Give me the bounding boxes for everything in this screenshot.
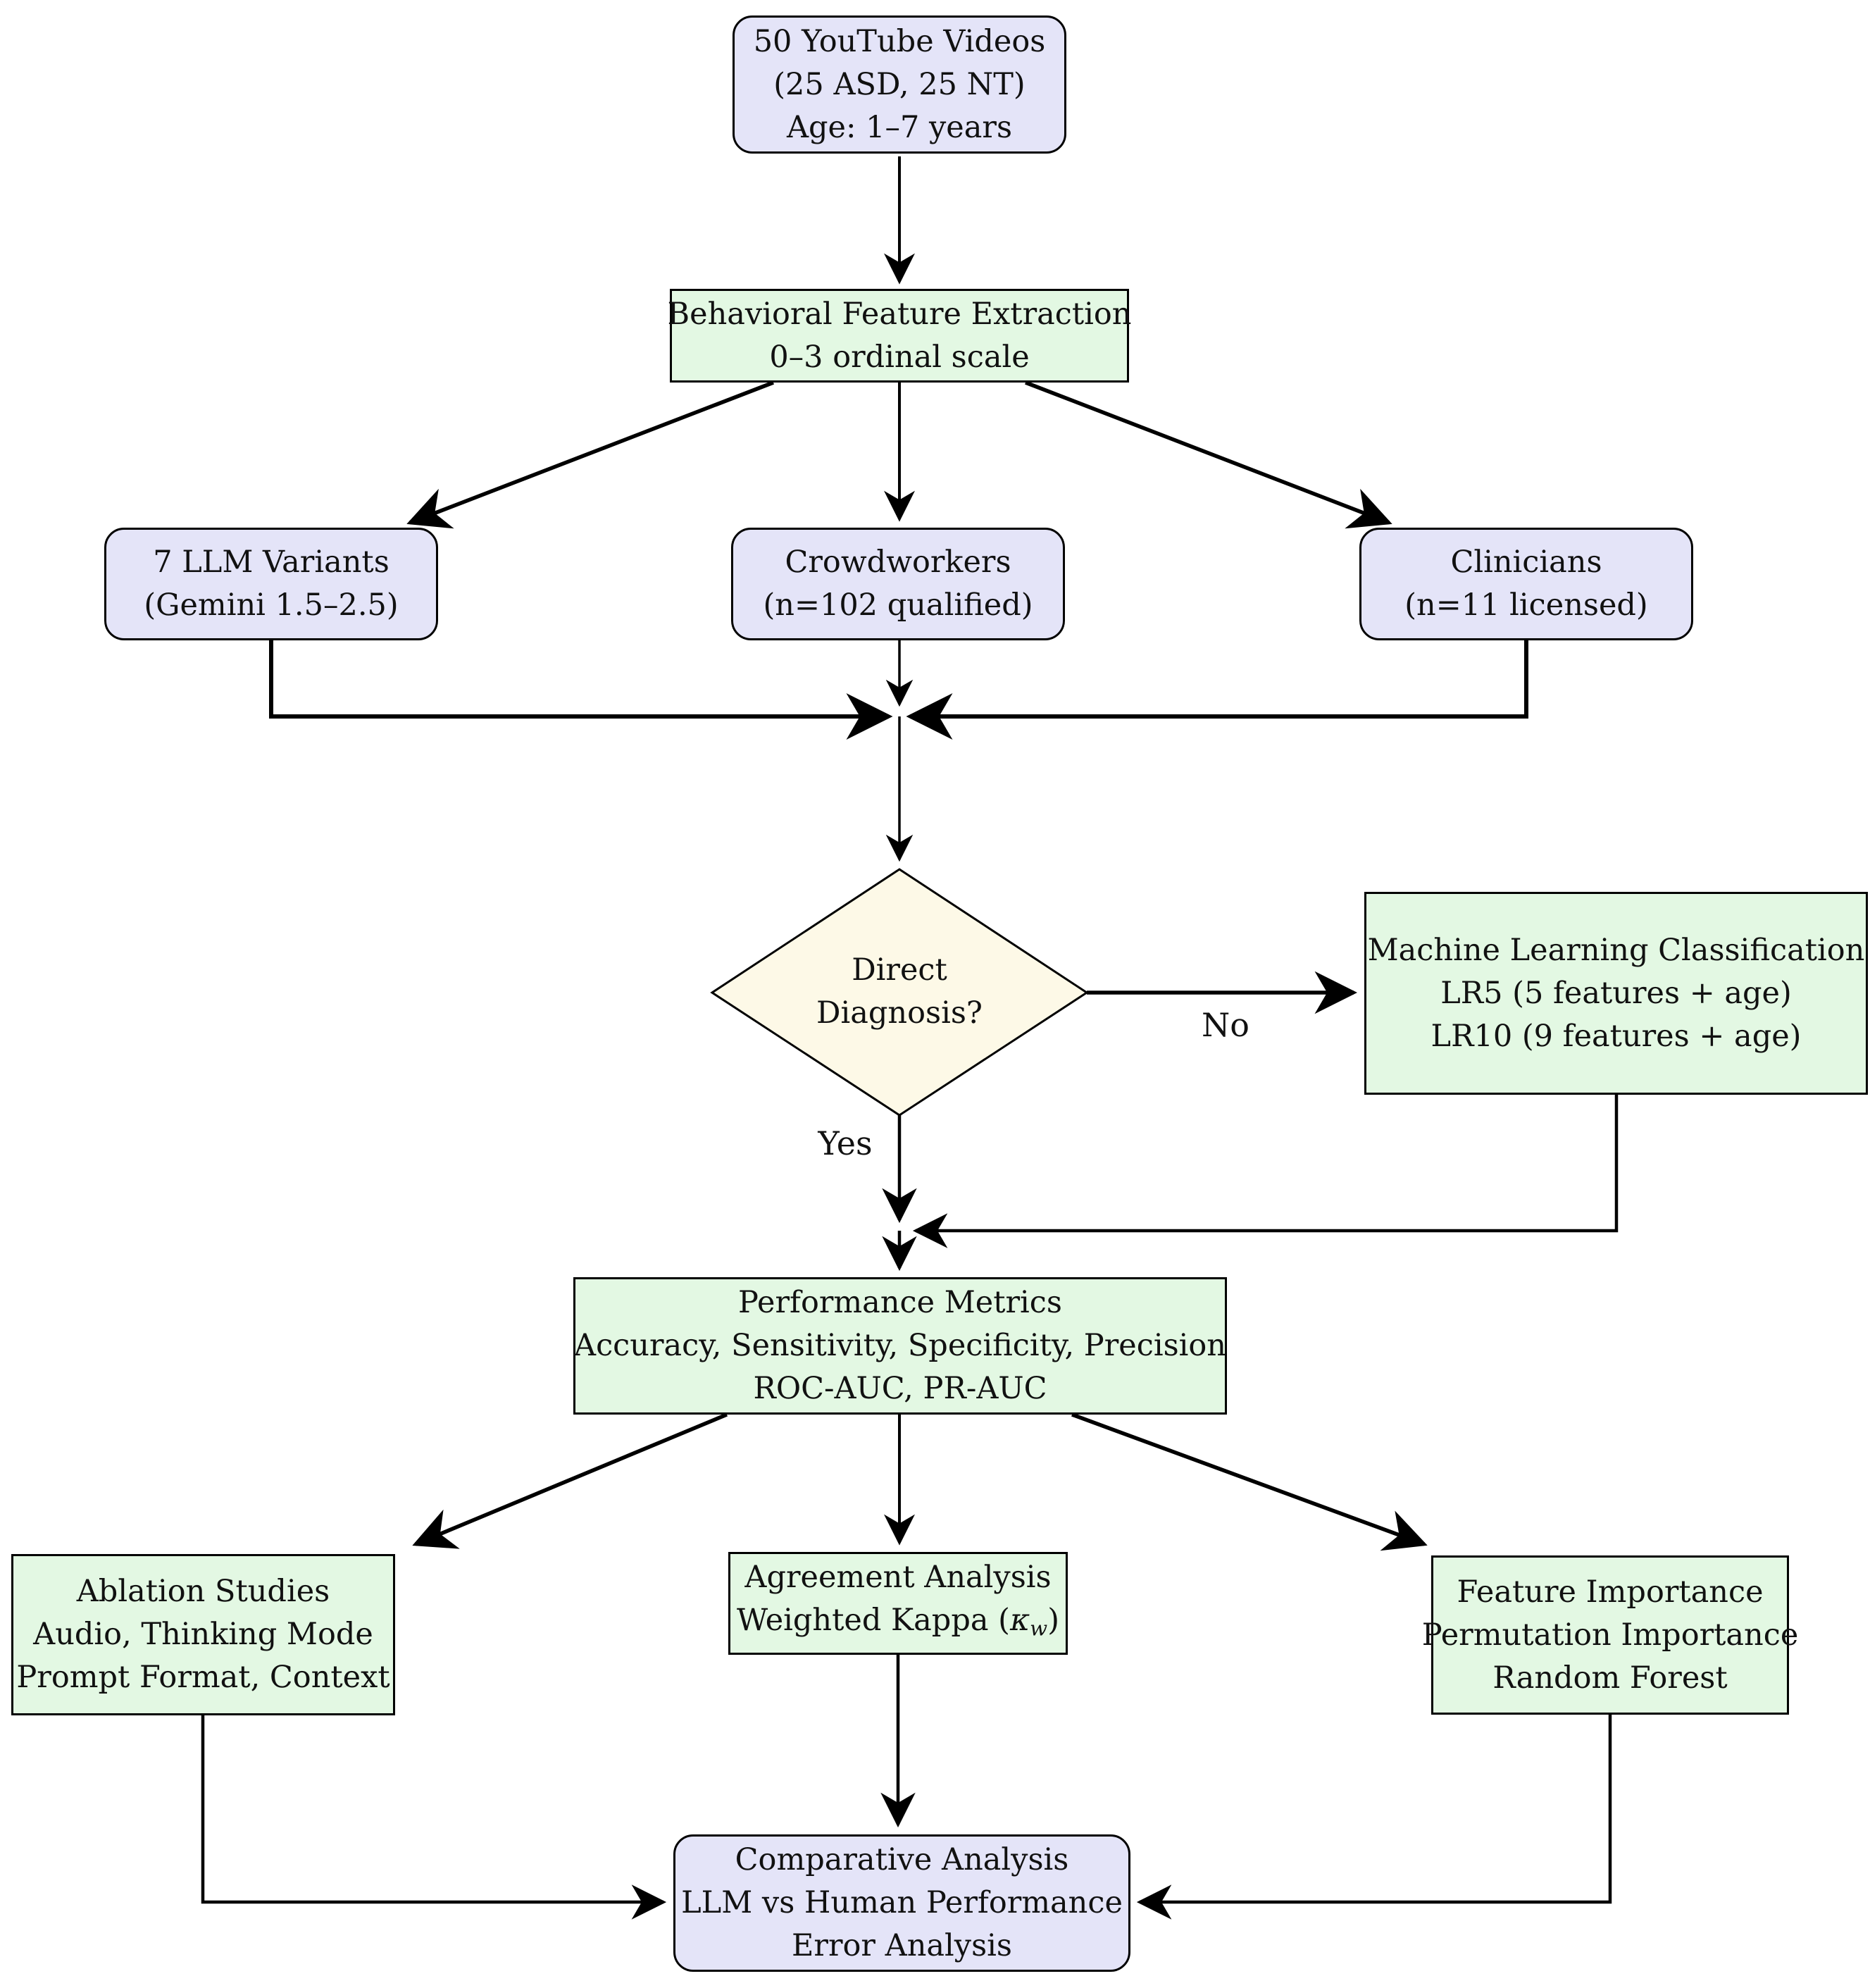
node-videos: 50 YouTube Videos (25 ASD, 25 NT) Age: 1… <box>733 15 1066 154</box>
node-decision-line1: Direct <box>852 952 947 988</box>
node-ablation-line1: Ablation Studies <box>76 1574 330 1609</box>
node-comparative-line2: LLM vs Human Performance <box>681 1885 1123 1920</box>
node-ablation-line3: Prompt Format, Context <box>16 1660 390 1695</box>
node-clinicians: Clinicians (n=11 licensed) <box>1359 528 1693 640</box>
node-ablation-line2: Audio, Thinking Mode <box>33 1617 373 1652</box>
edge-extraction-to-clinicians <box>1025 380 1392 529</box>
node-comparative-line3: Error Analysis <box>792 1928 1012 1963</box>
node-feature-importance-line1: Feature Importance <box>1457 1574 1764 1610</box>
node-clinicians-line2: (n=11 licensed) <box>1404 588 1648 623</box>
node-agreement-line2: Weighted Kappa (κw) <box>737 1599 1059 1650</box>
node-llm-variants-line1: 7 LLM Variants <box>153 545 389 580</box>
node-llm-variants-line2: (Gemini 1.5–2.5) <box>144 588 399 623</box>
node-feature-importance: Feature Importance Permutation Importanc… <box>1422 1555 1798 1715</box>
edge-llm-to-junction <box>269 640 893 740</box>
node-videos-line2: (25 ASD, 25 NT) <box>773 66 1026 102</box>
kappa-symbol: κ <box>1009 1603 1030 1639</box>
edge-feature-importance-to-comparative <box>1136 1715 1612 1920</box>
node-performance-metrics-line1: Performance Metrics <box>738 1285 1062 1320</box>
node-videos-line1: 50 YouTube Videos <box>753 23 1046 59</box>
node-performance-metrics-line3: ROC-AUC, PR-AUC <box>753 1371 1047 1406</box>
node-feature-extraction-line2: 0–3 ordinal scale <box>769 339 1030 375</box>
decision-diamond <box>710 868 1089 1117</box>
node-llm-variants: 7 LLM Variants (Gemini 1.5–2.5) <box>104 528 438 640</box>
node-feature-importance-line2: Permutation Importance <box>1421 1617 1799 1653</box>
node-crowdworkers: Crowdworkers (n=102 qualified) <box>731 528 1065 640</box>
node-clinicians-line1: Clinicians <box>1450 545 1602 580</box>
node-ml-classification: Machine Learning Classification LR5 (5 f… <box>1364 892 1868 1095</box>
node-agreement: Agreement Analysis Weighted Kappa (κw) <box>728 1552 1068 1655</box>
edge-metrics-to-ablation <box>412 1412 728 1549</box>
node-feature-importance-line3: Random Forest <box>1492 1660 1728 1696</box>
node-decision-label: Direct Diagnosis? <box>712 946 1087 1038</box>
node-agreement-line1: Agreement Analysis <box>744 1560 1052 1596</box>
edge-ml-to-yes-junction <box>912 1095 1619 1248</box>
node-performance-metrics: Performance Metrics Accuracy, Sensitivit… <box>573 1277 1227 1415</box>
node-agreement-line2-prefix: Weighted Kappa ( <box>737 1603 1010 1639</box>
edge-label-no: No <box>1202 1006 1249 1044</box>
edge-label-yes: Yes <box>818 1124 873 1162</box>
node-ablation: Ablation Studies Audio, Thinking Mode Pr… <box>11 1554 395 1715</box>
node-feature-extraction-line1: Behavioral Feature Extraction <box>667 296 1132 332</box>
kappa-subscript: w <box>1030 1616 1048 1641</box>
edge-ablation-to-comparative <box>201 1715 667 1920</box>
node-crowdworkers-line1: Crowdworkers <box>785 545 1011 580</box>
node-ml-classification-line3: LR10 (9 features + age) <box>1430 1018 1802 1054</box>
node-feature-extraction: Behavioral Feature Extraction 0–3 ordina… <box>667 289 1132 383</box>
node-comparative: Comparative Analysis LLM vs Human Perfor… <box>673 1834 1130 1972</box>
edge-clinicians-to-junction <box>906 640 1528 740</box>
node-videos-line3: Age: 1–7 years <box>786 109 1013 145</box>
node-agreement-line2-suffix: ) <box>1047 1603 1059 1639</box>
node-performance-metrics-line2: Accuracy, Sensitivity, Specificity, Prec… <box>574 1328 1226 1363</box>
node-ml-classification-line2: LR5 (5 features + age) <box>1440 975 1792 1011</box>
node-ml-classification-line1: Machine Learning Classification <box>1367 932 1865 968</box>
node-decision-line2: Diagnosis? <box>816 995 983 1031</box>
node-crowdworkers-line2: (n=102 qualified) <box>763 588 1033 623</box>
edge-metrics-to-feature-importance <box>1071 1412 1428 1551</box>
node-comparative-line1: Comparative Analysis <box>735 1842 1069 1877</box>
edge-extraction-to-llm <box>406 380 774 529</box>
